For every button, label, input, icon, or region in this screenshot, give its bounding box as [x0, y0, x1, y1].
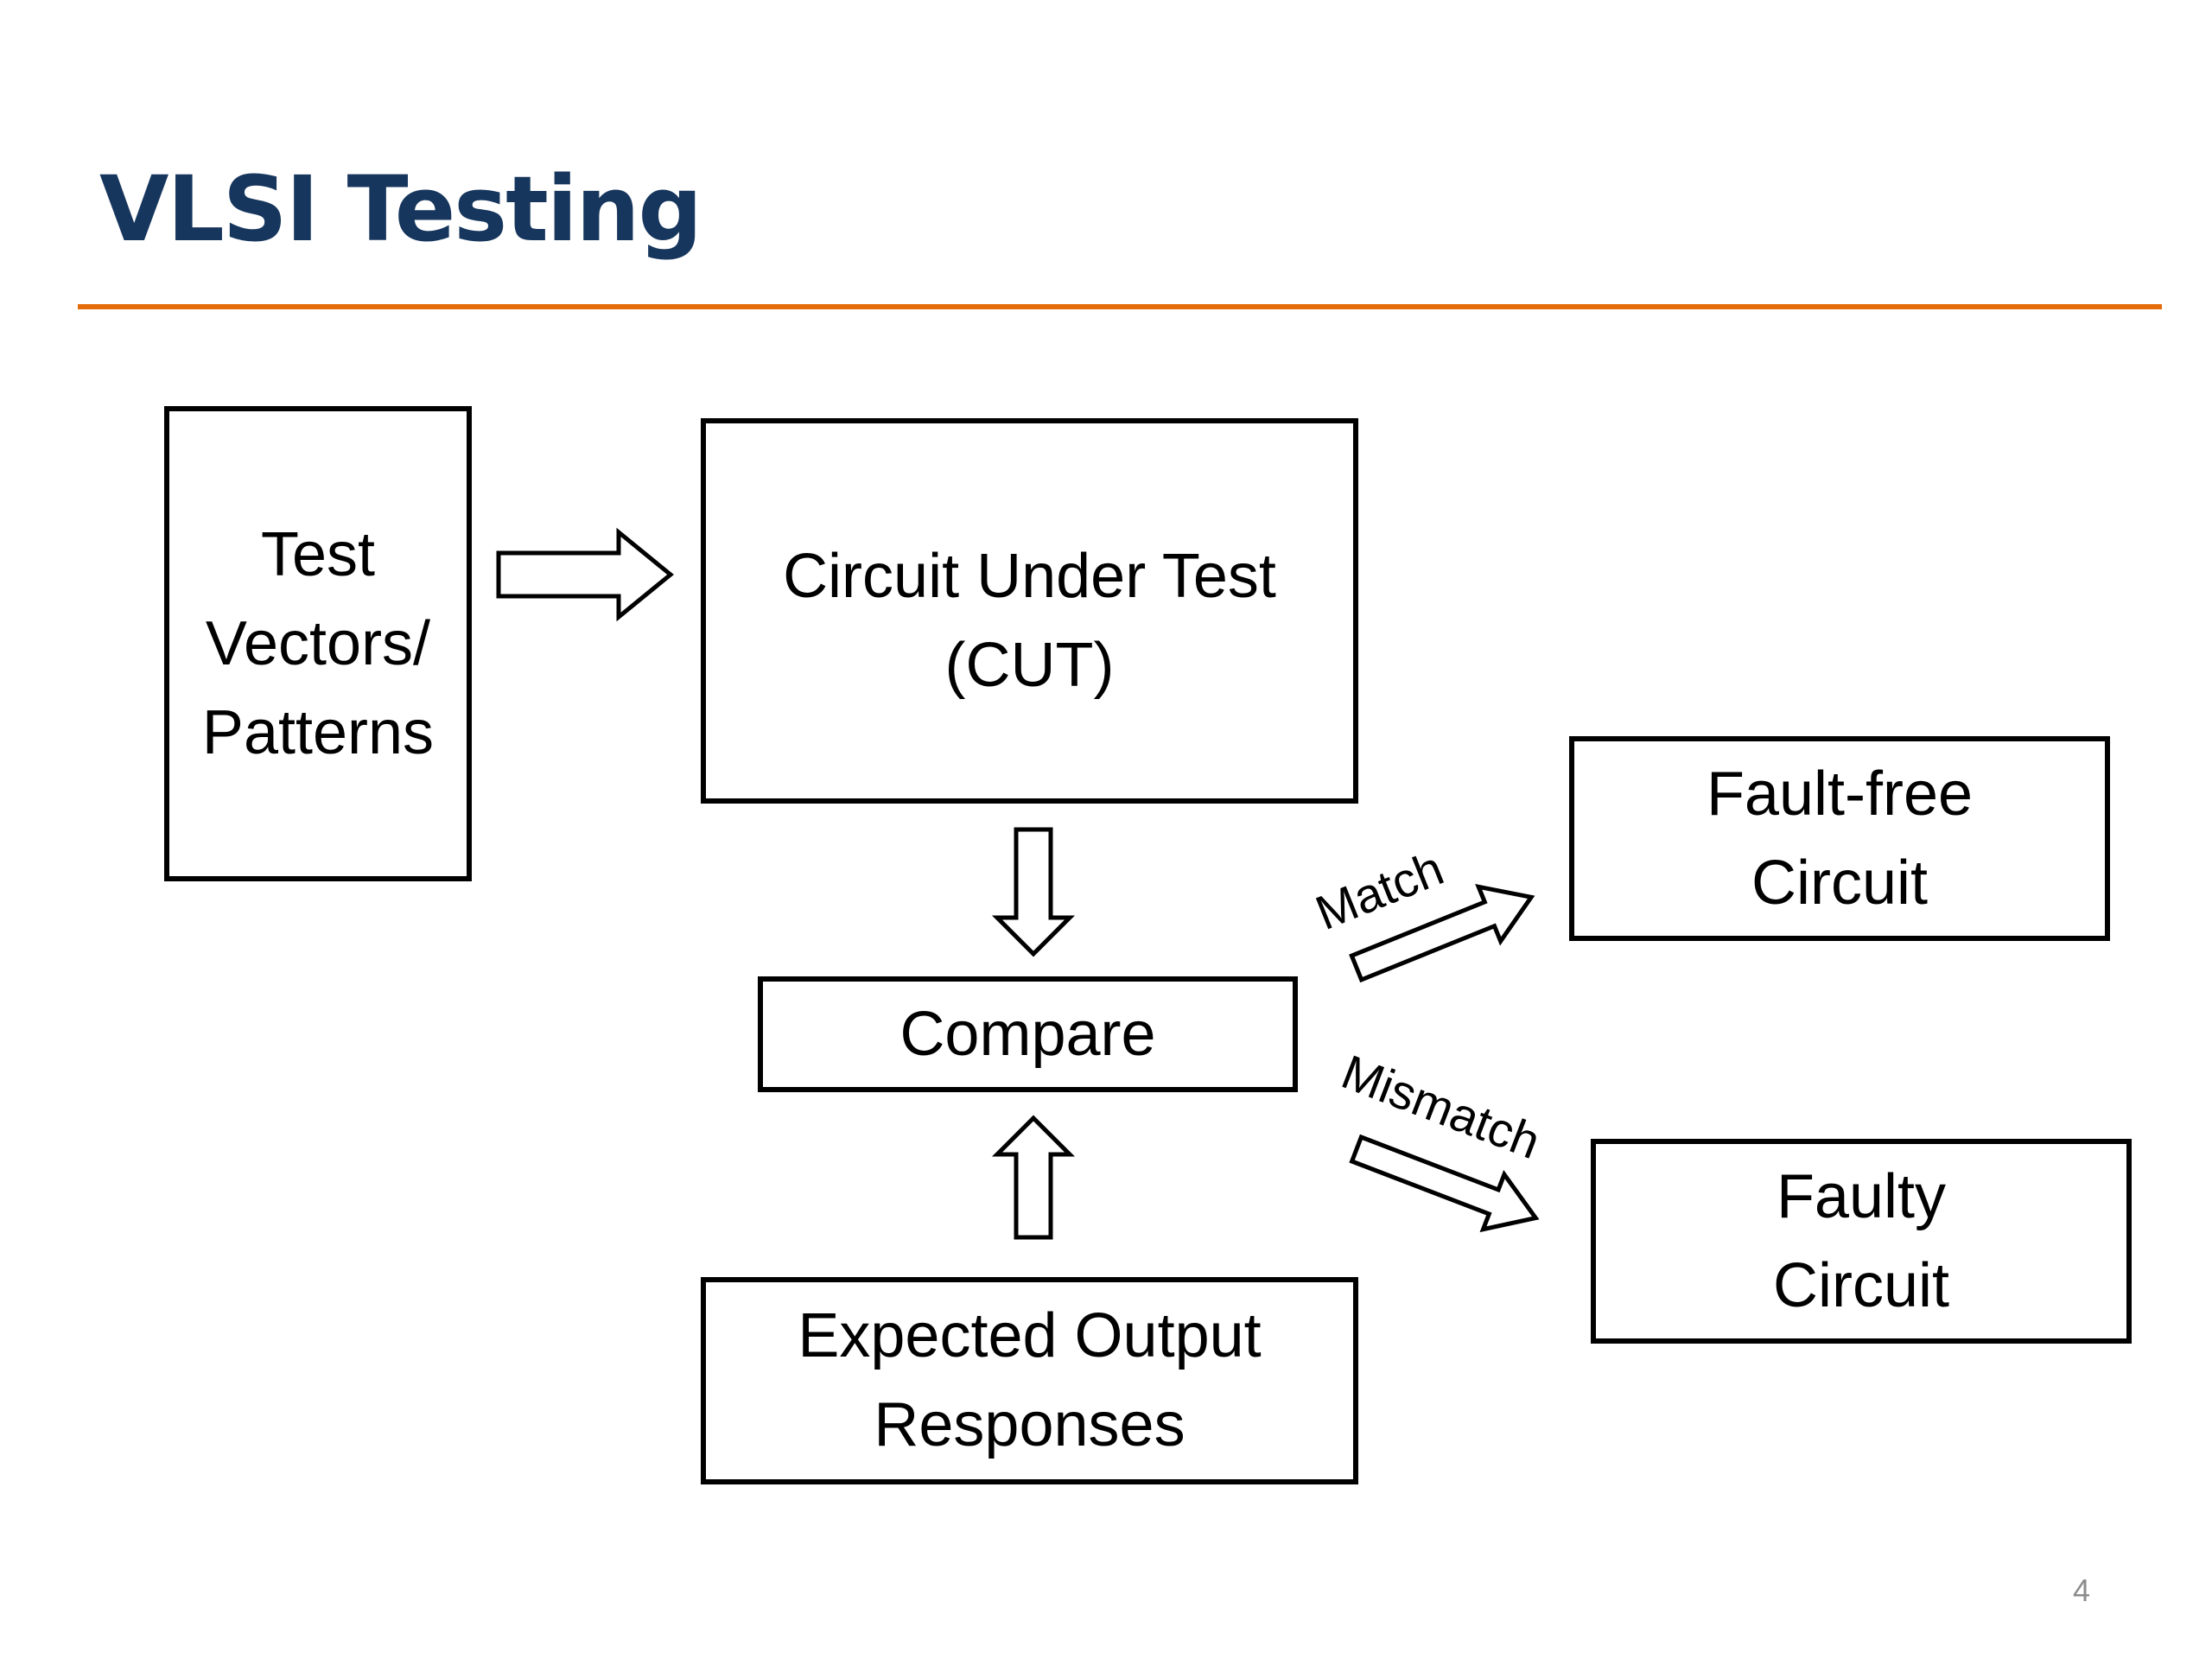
slide-title: VLSI Testing — [99, 156, 702, 262]
arrow-cut-to-compare — [991, 827, 1076, 957]
faulty-label-line-2: Circuit — [1772, 1250, 1949, 1320]
compare-label: Compare — [899, 999, 1156, 1069]
expected-label-line-1: Expected Output — [798, 1301, 1262, 1370]
arrow-vectors-to-cut — [496, 527, 674, 622]
test-vectors-label-line-3: Patterns — [201, 697, 435, 767]
cut-label-line-1: Circuit Under Test — [783, 542, 1276, 611]
circuit-under-test-box: Circuit Under Test (CUT) — [701, 418, 1358, 804]
test-vectors-box: Test Vectors/ Patterns — [164, 406, 472, 881]
test-vectors-label-line-1: Test — [260, 519, 376, 589]
compare-box: Compare — [758, 976, 1298, 1092]
cut-label-line-2: (CUT) — [944, 631, 1115, 700]
expected-output-box: Expected Output Responses — [701, 1277, 1358, 1484]
match-label: Match — [1308, 841, 1451, 941]
arrow-expected-to-compare — [991, 1115, 1076, 1240]
test-vectors-label-line-2: Vectors/ — [205, 608, 431, 678]
expected-label-line-2: Responses — [874, 1390, 1185, 1459]
arrow-mismatch-group — [1349, 1134, 1540, 1233]
fault-free-circuit-box: Fault-free Circuit — [1569, 736, 2110, 941]
mismatch-label: Mismatch — [1335, 1044, 1548, 1169]
arrow-match-group — [1349, 883, 1535, 983]
faulty-label-line-1: Faulty — [1776, 1161, 1947, 1231]
faulty-circuit-box: Faulty Circuit — [1591, 1139, 2132, 1344]
arrow-compare-to-faulty — [1349, 1134, 1540, 1233]
fault-free-label-line-2: Circuit — [1751, 848, 1928, 918]
fault-free-label-line-1: Fault-free — [1706, 759, 1974, 829]
arrow-compare-to-fault-free — [1349, 883, 1535, 983]
title-divider — [78, 304, 2162, 309]
page-number: 4 — [2072, 1573, 2091, 1608]
